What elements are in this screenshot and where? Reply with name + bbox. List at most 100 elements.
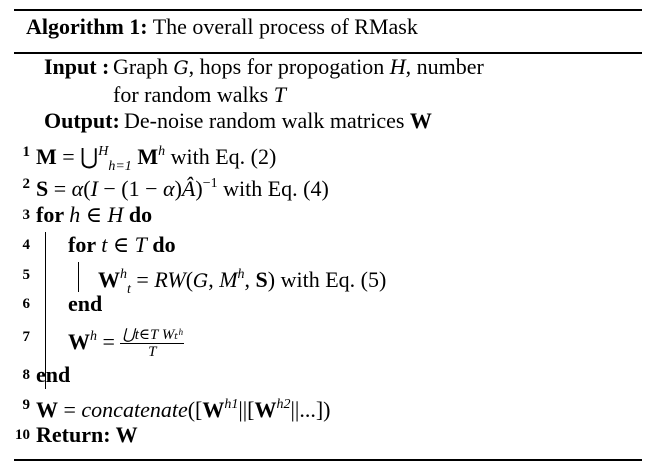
math-segment: W — [68, 329, 90, 354]
line-number: 9 — [22, 397, 31, 413]
line-number: 6 — [22, 296, 31, 312]
line-number: 5 — [22, 267, 31, 283]
math-segment: M — [131, 144, 159, 169]
line-number: 8 — [22, 367, 31, 383]
math-segment: do — [123, 202, 153, 227]
math-segment: T — [134, 232, 147, 257]
output-text: De-noise random walk matrices W — [124, 106, 432, 136]
math-segment: M — [36, 144, 57, 169]
math-segment: S — [36, 176, 49, 201]
math-segment: end — [36, 362, 71, 387]
math-segment: G — [193, 270, 209, 292]
step-text: S = α(I − (1 − α)Â)−1 with Eq. (4) — [36, 169, 329, 204]
caption-rule — [14, 52, 642, 54]
math-segment: = — [130, 267, 155, 292]
math-segment: t — [127, 282, 131, 297]
math-segment: , — [244, 267, 256, 292]
line-number: 2 — [22, 176, 31, 192]
caption-text: The overall process of RMask — [152, 14, 418, 39]
step-text: Wht = RW(G, Mh, S) with Eq. (5) — [98, 260, 386, 305]
math-segment: W — [36, 397, 58, 422]
math-segment: with Eq. (4) — [217, 176, 329, 201]
output-label: Output: — [44, 108, 120, 133]
math-segment: S — [255, 267, 268, 292]
algorithm-caption: Algorithm 1: The overall process of RMas… — [26, 12, 418, 42]
math-segment: ) — [174, 176, 182, 201]
math-segment: do — [146, 232, 176, 257]
math-segment: T — [273, 82, 286, 107]
math-segment: end — [68, 291, 103, 316]
math-segment: M — [219, 267, 238, 292]
math-segment: W — [409, 108, 432, 133]
math-segment: concatenate — [81, 397, 188, 422]
math-segment: = — [58, 397, 82, 422]
line-number: 7 — [22, 329, 31, 345]
math-segment: Â — [181, 176, 196, 201]
math-segment: h — [120, 267, 127, 282]
fraction-numerator: ⋃t∈T Wₜʰ — [120, 327, 185, 345]
top-rule — [14, 9, 642, 11]
math-segment: − (1 − — [97, 176, 164, 201]
math-segment: h — [158, 144, 166, 159]
math-segment: = — [48, 176, 72, 201]
math-segment: h1 — [224, 397, 239, 412]
math-segment: H — [107, 202, 124, 227]
for-h-block-bar — [45, 232, 46, 389]
math-segment: W — [254, 397, 277, 422]
line-number: 4 — [22, 237, 31, 253]
math-segment: De-noise random walk matrices — [124, 108, 410, 133]
for-t-block-bar — [78, 262, 79, 292]
math-segment: t — [101, 232, 108, 257]
math-segment: Return: W — [36, 422, 138, 447]
math-segment: , number — [405, 54, 484, 79]
bottom-rule — [14, 459, 642, 461]
step-text: for h ∈ H do — [36, 200, 152, 230]
math-segment: ||[ — [238, 397, 255, 422]
step-text: end — [36, 360, 70, 390]
math-segment: H — [98, 144, 109, 159]
math-segment: ∈ — [107, 232, 135, 257]
math-segment: ( — [185, 267, 194, 292]
math-segment: ([ — [187, 397, 203, 422]
math-segment: , — [208, 267, 220, 292]
math-segment: h — [237, 267, 245, 282]
math-segment: h2 — [276, 397, 291, 412]
math-segment: H — [389, 54, 406, 79]
math-segment: with Eq. (2) — [165, 144, 277, 169]
math-segment: for random walks — [113, 82, 274, 107]
math-segment: α — [163, 176, 175, 201]
step-text: for t ∈ T do — [68, 230, 176, 260]
line-number: 1 — [22, 144, 31, 160]
math-segment: RW — [154, 267, 186, 292]
math-segment: h — [90, 329, 97, 344]
math-segment: = — [97, 329, 121, 354]
input-text-2: for random walks T — [113, 80, 286, 110]
input-text: Graph G, hops for propogation H, number — [113, 52, 484, 83]
math-segment: ∈ — [80, 202, 108, 227]
math-segment: h=1 — [108, 159, 132, 174]
math-segment: h — [69, 202, 81, 227]
math-segment: α — [71, 176, 84, 201]
math-segment: ) with Eq. (5) — [267, 267, 387, 292]
step-text: Return: W — [36, 420, 138, 450]
step-text: W = concatenate([Wh1||[Wh2||...]) — [36, 390, 330, 425]
math-segment: I — [90, 176, 98, 201]
math-segment: G — [173, 57, 189, 79]
math-segment: W — [202, 397, 225, 422]
math-segment: Graph — [113, 54, 174, 79]
step-text: end — [68, 289, 102, 319]
math-segment: ||...]) — [290, 397, 331, 422]
math-segment: W — [98, 267, 120, 292]
input-colon: : — [102, 54, 110, 79]
input-label: Input — [44, 54, 97, 79]
math-segment: −1 — [202, 176, 218, 191]
fraction-denominator: T — [148, 344, 157, 361]
line-number: 3 — [22, 207, 31, 223]
math-segment: , hops for propogation — [188, 54, 390, 79]
math-segment: for — [68, 232, 102, 257]
math-segment: for — [36, 202, 70, 227]
line-number: 10 — [15, 427, 30, 443]
math-segment: ) — [195, 176, 203, 201]
